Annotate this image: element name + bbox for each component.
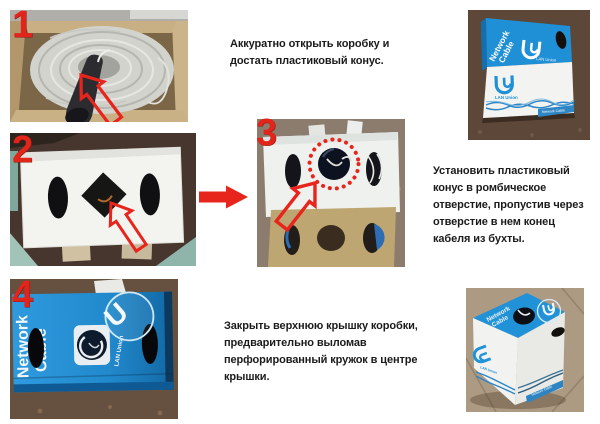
photo-product-box-closed: Network Cable LAN Union xyxy=(466,288,584,412)
arrow-to-diamond xyxy=(108,200,149,254)
perforated-logo-circle xyxy=(104,291,155,342)
strip-label: Network Cable xyxy=(542,108,565,114)
open-box-graphic xyxy=(10,10,188,122)
step-number-1: 1 xyxy=(12,4,34,46)
step-number-3: 3 xyxy=(256,112,278,154)
white-lid xyxy=(19,146,185,249)
photo-step2-box-lid xyxy=(10,133,196,266)
handle-hole xyxy=(555,31,567,49)
arrow-to-cone xyxy=(79,72,124,122)
product-box-graphic: Network Cable LAN Union LAN Union Networ… xyxy=(468,10,590,140)
photo-step1-open-box xyxy=(10,10,188,122)
photo-step3-cone-installed xyxy=(257,119,405,267)
step-number-4: 4 xyxy=(12,274,34,316)
brand-name-front: LAN Union xyxy=(495,95,518,100)
lan-union-logo-white xyxy=(541,302,555,316)
arrow-to-cone-hole xyxy=(273,180,317,233)
instruction-step4: Закрыть верхнюю крышку коробки, предвари… xyxy=(224,320,418,383)
network-label: Network xyxy=(14,315,32,379)
instruction-step3: Установить пластиковый конус в ромбическ… xyxy=(433,165,584,245)
table-corner-left xyxy=(10,233,38,266)
handle-hole-left xyxy=(285,154,301,188)
table-corner-right xyxy=(156,237,196,266)
photo-step4-closed-lid: Network Cable LAN Union U xyxy=(10,279,178,419)
box-shadow xyxy=(482,113,575,123)
round-hole-bottom xyxy=(317,225,345,251)
cone-installed-graphic xyxy=(257,119,405,267)
lan-union-logo-blue xyxy=(494,75,514,95)
box-front-wall xyxy=(10,110,188,122)
box-left-wall xyxy=(10,21,26,122)
dotted-highlight-circle xyxy=(307,137,361,191)
box-top-face xyxy=(486,18,572,67)
box-left-edge xyxy=(481,18,487,71)
cable-wire xyxy=(367,153,383,184)
emblem-swirl xyxy=(78,336,104,359)
instruction-step1: Аккуратно открыть коробку и достать плас… xyxy=(230,38,390,67)
floor-tile-seams xyxy=(466,288,584,412)
handle-hole-left xyxy=(47,176,68,219)
handle-hole xyxy=(551,327,565,337)
step-number-2: 2 xyxy=(12,129,34,171)
brand-name-vertical: LAN Union xyxy=(114,335,125,367)
perforated-logo-circle xyxy=(536,298,562,324)
bottom-blue-strip xyxy=(538,105,574,117)
floor-strip xyxy=(10,10,188,21)
lid-tab xyxy=(94,279,126,295)
brand-name-front: LAN Union xyxy=(480,365,498,375)
box-right-wall xyxy=(172,21,188,122)
cable-coil xyxy=(30,26,174,114)
box-front-face xyxy=(473,318,518,405)
closed-box-graphic: Network Cable LAN Union xyxy=(466,288,584,412)
blue-lid: Network Cable LAN Union U xyxy=(12,291,174,393)
cable-end xyxy=(326,156,352,167)
closed-lid-graphic: Network Cable LAN Union U xyxy=(10,279,178,419)
photo-product-box-front: Network Cable LAN Union LAN Union Networ… xyxy=(468,10,590,140)
diamond-hole xyxy=(81,172,127,218)
handle-hole-left xyxy=(27,328,44,369)
brand-name-small: LAN Union xyxy=(536,56,557,63)
handle-hole-right xyxy=(139,173,160,216)
box-lid-graphic xyxy=(10,133,196,266)
lan-union-logo-white xyxy=(521,39,542,60)
cable-end xyxy=(97,49,111,63)
flow-arrow-right xyxy=(199,185,248,209)
cable-braid-pattern xyxy=(485,98,575,111)
cable-braid-pattern xyxy=(475,369,564,395)
bottom-blue-strip xyxy=(526,380,563,403)
cable-end xyxy=(517,309,531,316)
lan-union-logo-blue xyxy=(472,344,492,364)
